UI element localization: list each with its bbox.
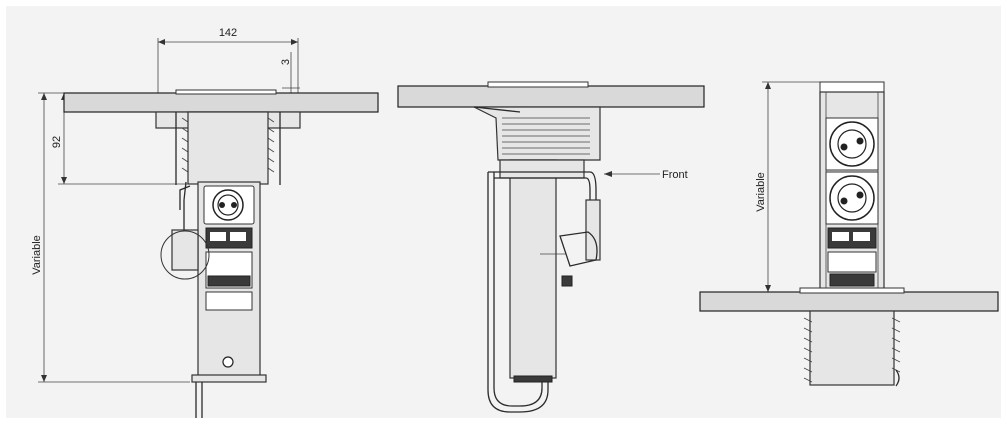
clamp-teeth-left (181, 117, 275, 173)
front-label: Front (662, 169, 688, 181)
plug-left (171, 229, 199, 271)
socket-right-2 (829, 175, 875, 221)
width-dimension-label: 142 (219, 27, 237, 39)
plug-side-middle (585, 199, 601, 261)
socket-column-middle (509, 159, 557, 379)
upper-housing-left (187, 111, 269, 185)
variable-dimension-right: Variable (755, 81, 820, 293)
clamp-teeth-right (803, 317, 901, 383)
top-cap-right (819, 81, 885, 93)
button-left (222, 356, 234, 368)
cable-loop-middle (487, 172, 549, 413)
variable-label-right: Variable (755, 172, 767, 212)
depth-dimension-label: 92 (51, 136, 63, 148)
right-view: Variable (699, 81, 999, 387)
variable-label-left: Variable (31, 235, 43, 275)
front-callout: Front (604, 169, 688, 181)
lower-sleeve-right (809, 310, 895, 386)
tabletop-right (699, 291, 999, 312)
middle-view: Front (397, 81, 705, 413)
tabletop-left (63, 92, 379, 113)
gap-dimension-label: 3 (280, 59, 292, 65)
socket-right-1 (829, 121, 875, 167)
width-dimension: 142 (157, 27, 299, 96)
socket-left (212, 189, 244, 221)
left-view: 142 3 92 (31, 27, 379, 418)
cable-left (195, 382, 203, 418)
plug-outline-left (160, 230, 210, 280)
lid-left (175, 89, 277, 95)
variable-dimension-left: Variable (31, 92, 190, 383)
upper-housing-middle (473, 106, 601, 161)
tabletop-middle (397, 85, 705, 108)
heat-fins-middle (502, 117, 590, 155)
